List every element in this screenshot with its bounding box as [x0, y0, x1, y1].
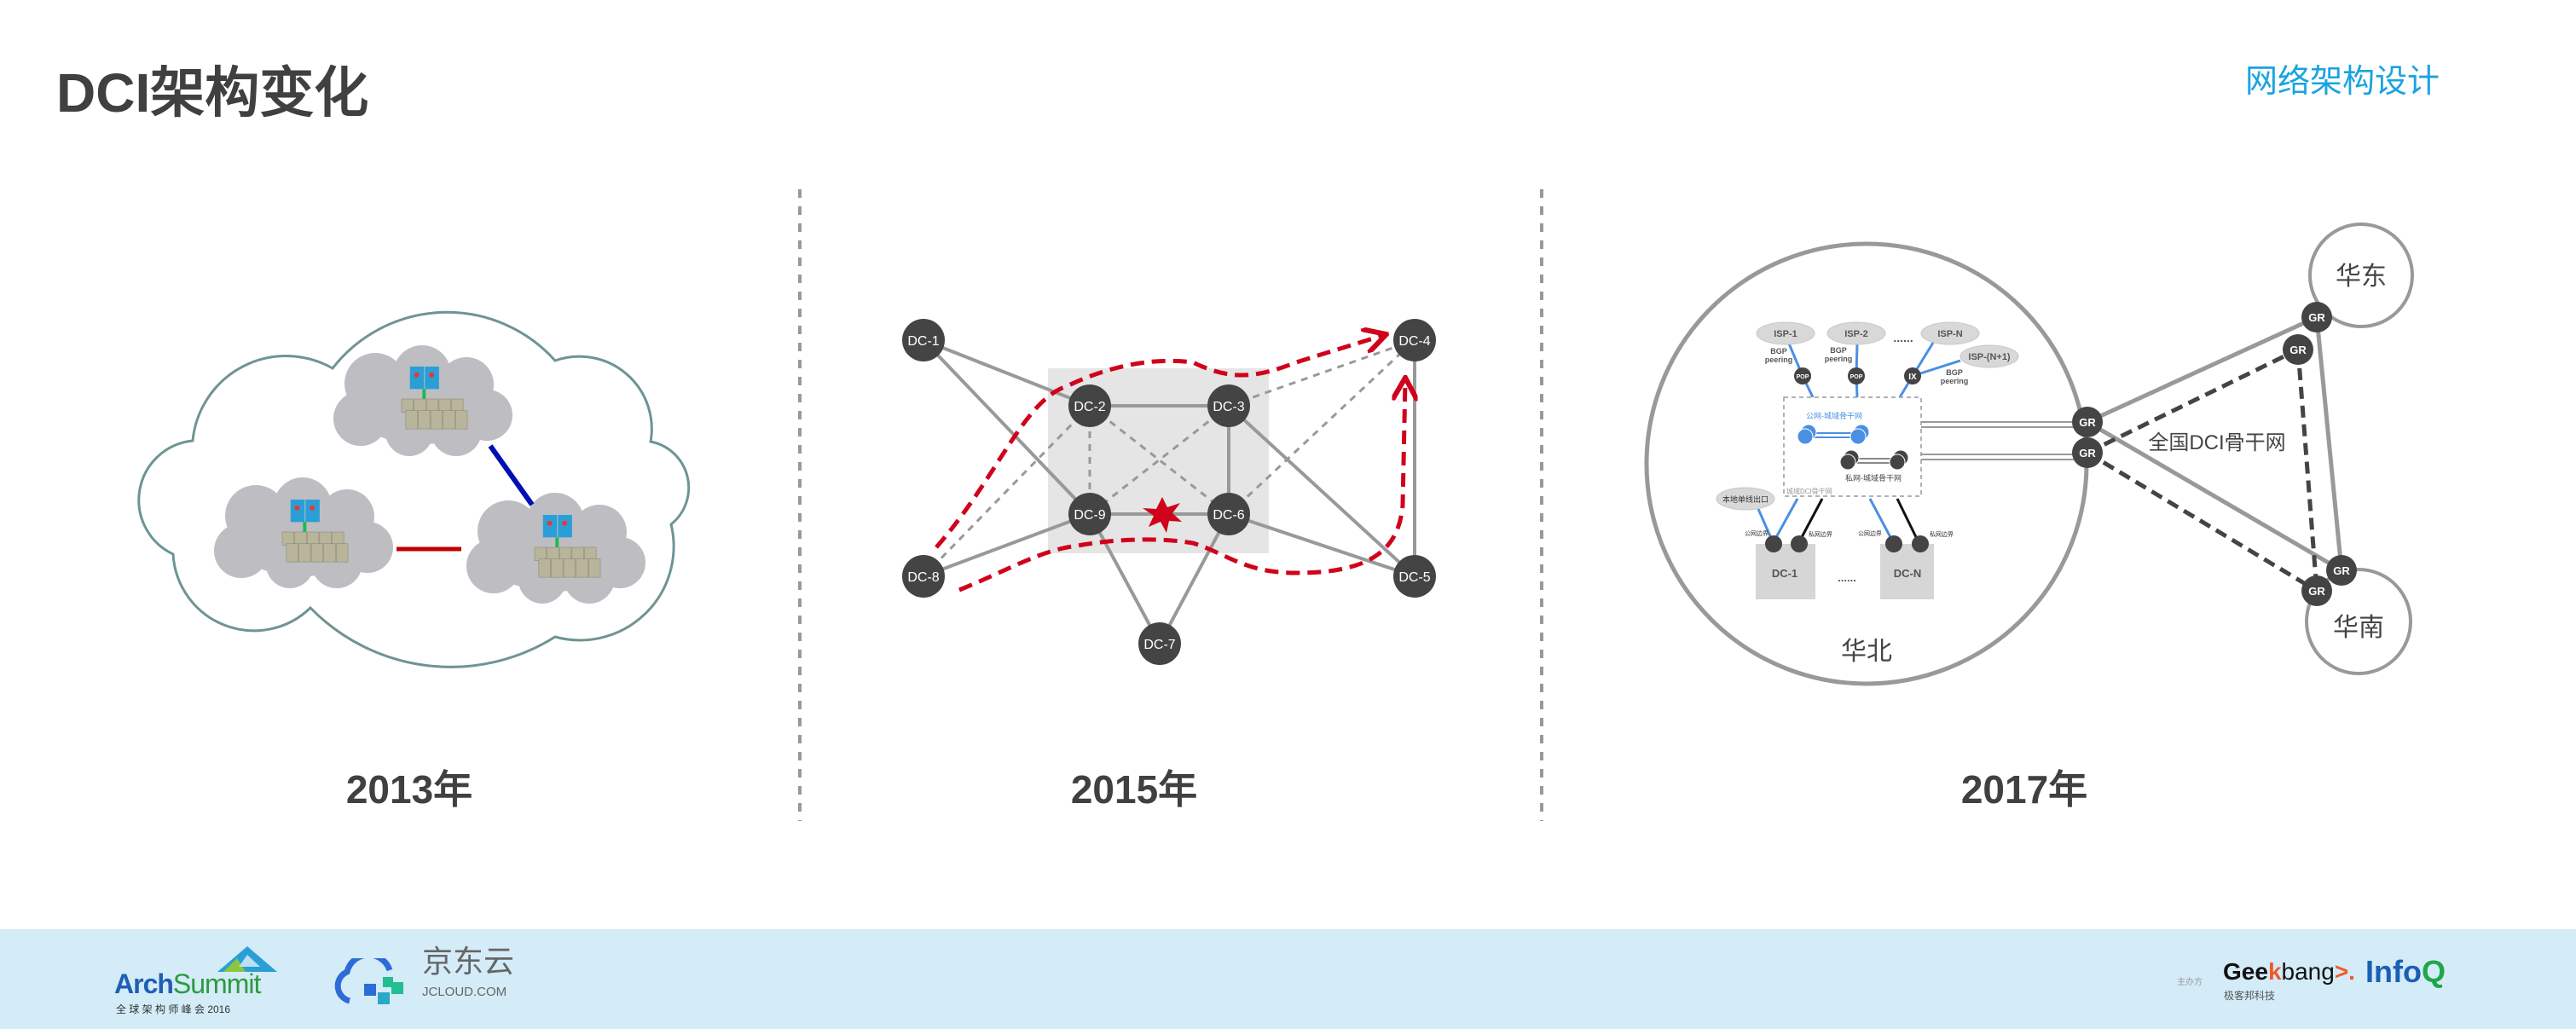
svg-text:GR: GR [2289, 344, 2307, 356]
node-dc-5: DC-5 [1393, 555, 1436, 598]
isp-n [1920, 321, 1980, 345]
node-dc-8: DC-8 [902, 555, 945, 598]
gr-node: GR [2072, 407, 2103, 437]
svg-text:DC-6: DC-6 [1213, 508, 1244, 523]
archsummit-subtitle: 全 球 架 构 师 峰 会 2016 [116, 1003, 231, 1015]
gr-node: GR [2283, 334, 2313, 365]
svg-text:DC-9: DC-9 [1074, 508, 1105, 523]
gr-nodes: GR GR GR GR GR GR [2072, 302, 2357, 606]
svg-text:BGP: BGP [1830, 346, 1847, 355]
geekbang-subtitle: 极客邦科技 [2224, 990, 2276, 1002]
svg-text:peering: peering [1941, 377, 1969, 385]
svg-text:私网-城域骨干网: 私网-城域骨干网 [1845, 473, 1902, 483]
region-south-circle [2305, 568, 2412, 675]
svg-text:DC-8: DC-8 [907, 570, 939, 585]
jdcloud-domain: JCLOUD.COM [422, 985, 507, 999]
svg-text:DC-N: DC-N [1894, 567, 1922, 580]
backbone-label: 全国DCI骨干网 [2148, 431, 2285, 454]
archsummit-mountain-icon [217, 946, 277, 972]
gr-node: GR [2301, 575, 2332, 606]
gr-node: GR [2326, 555, 2357, 586]
region-north-label: 华北 [1841, 638, 1892, 666]
organizer-label: 主办方 [2177, 978, 2203, 987]
dc-nodes: DC-1 DC-2 DC-3 DC-4 DC-5 DC-6 DC-7 DC-8 … [902, 319, 1436, 665]
page-title: DCI架构变化 [56, 62, 369, 124]
reroute-path-upper [935, 335, 1384, 549]
isp-1 [1756, 321, 1815, 345]
svg-text:ISP-1: ISP-1 [1774, 329, 1797, 339]
ix-node: IX [1908, 373, 1917, 382]
svg-text:BGP: BGP [1946, 368, 1963, 377]
dc-1-box [1756, 544, 1815, 599]
jdcloud-name: 京东云 [422, 944, 515, 979]
node-dc-9: DC-9 [1068, 493, 1111, 535]
svg-text:BGP: BGP [1770, 347, 1787, 356]
svg-text:GR: GR [2079, 447, 2096, 460]
svg-text:DC-1: DC-1 [907, 334, 939, 349]
dc-n-box [1880, 544, 1934, 599]
isp-n-plus-1 [1959, 344, 2019, 368]
year-label-2017: 2017年 [1961, 767, 2087, 812]
svg-text:公网-城域骨干网: 公网-城域骨干网 [1806, 411, 1862, 420]
svg-text:ISP-2: ISP-2 [1844, 329, 1868, 339]
panel-2013: 2013年 [137, 310, 691, 812]
svg-text:私网边界: 私网边界 [1809, 530, 1832, 538]
archsummit-logo: ArchSummit [114, 968, 261, 999]
year-label-2015: 2015年 [1071, 767, 1197, 812]
svg-text:DC-5: DC-5 [1398, 570, 1430, 585]
footer: ArchSummit 全 球 架 构 师 峰 会 2016 京东云 JCLOUD… [0, 929, 2576, 1029]
svg-text:DC-3: DC-3 [1213, 400, 1244, 414]
link-blue [488, 444, 535, 506]
svg-text:......: ...... [1838, 571, 1856, 584]
svg-text:公网边界: 公网边界 [1858, 529, 1882, 537]
svg-text:......: ...... [1893, 331, 1913, 344]
svg-text:城域DCI骨干网: 城域DCI骨干网 [1786, 487, 1832, 495]
svg-text:GR: GR [2079, 416, 2096, 429]
local-exit [1716, 487, 1775, 511]
reroute-path-lower [958, 380, 1405, 593]
diagram-canvas: 2013年 DC-1 DC- [137, 189, 2414, 821]
svg-text:peering: peering [1765, 356, 1793, 364]
node-dc-3: DC-3 [1207, 384, 1250, 427]
gr-node: GR [2072, 437, 2103, 468]
infoq-logo: InfoQ [2365, 954, 2446, 989]
node-dc-4: DC-4 [1393, 319, 1436, 361]
svg-text:DC-2: DC-2 [1074, 400, 1105, 414]
node-dc-7: DC-7 [1138, 622, 1181, 665]
svg-text:GR: GR [2308, 311, 2325, 324]
svg-text:DC-7: DC-7 [1143, 638, 1175, 652]
jdcloud-logo-icon [334, 958, 403, 1004]
svg-text:DC-4: DC-4 [1398, 334, 1430, 349]
svg-text:私网边界: 私网边界 [1930, 530, 1954, 538]
failure-star-icon [1143, 497, 1182, 533]
svg-text:公网边界: 公网边界 [1745, 529, 1768, 537]
node-dc-6: DC-6 [1207, 493, 1250, 535]
section-label: 网络架构设计 [2244, 64, 2440, 100]
svg-text:DC-1: DC-1 [1772, 567, 1797, 580]
region-south-label: 华南 [2333, 614, 2384, 642]
svg-text:ISP-(N+1): ISP-(N+1) [1968, 352, 2011, 362]
node-dc-2: DC-2 [1068, 384, 1111, 427]
year-label-2013: 2013年 [346, 767, 472, 812]
panel-2017: 华东 华南 华北 全国DCI骨干网 GR GR GR GR GR GR [1644, 223, 2414, 812]
svg-text:GR: GR [2333, 564, 2350, 577]
region-east-circle [2308, 223, 2414, 328]
panel-2015: DC-1 DC-2 DC-3 DC-4 DC-5 DC-6 DC-7 DC-8 … [902, 319, 1436, 812]
svg-text:本地单线出口: 本地单线出口 [1722, 494, 1768, 504]
isp-2 [1826, 321, 1886, 345]
geekbang-logo: Geekbang>. [2223, 958, 2355, 985]
svg-text:ISP-N: ISP-N [1937, 329, 1962, 339]
svg-text:GR: GR [2308, 585, 2325, 598]
region-east-label: 华东 [2336, 263, 2387, 291]
gr-node: GR [2301, 302, 2332, 332]
node-dc-1: DC-1 [902, 319, 945, 361]
pop-node: POP [1797, 374, 1809, 380]
svg-text:peering: peering [1825, 355, 1853, 363]
metro-dci-box [1783, 396, 1922, 497]
pop-node: POP [1850, 374, 1863, 380]
